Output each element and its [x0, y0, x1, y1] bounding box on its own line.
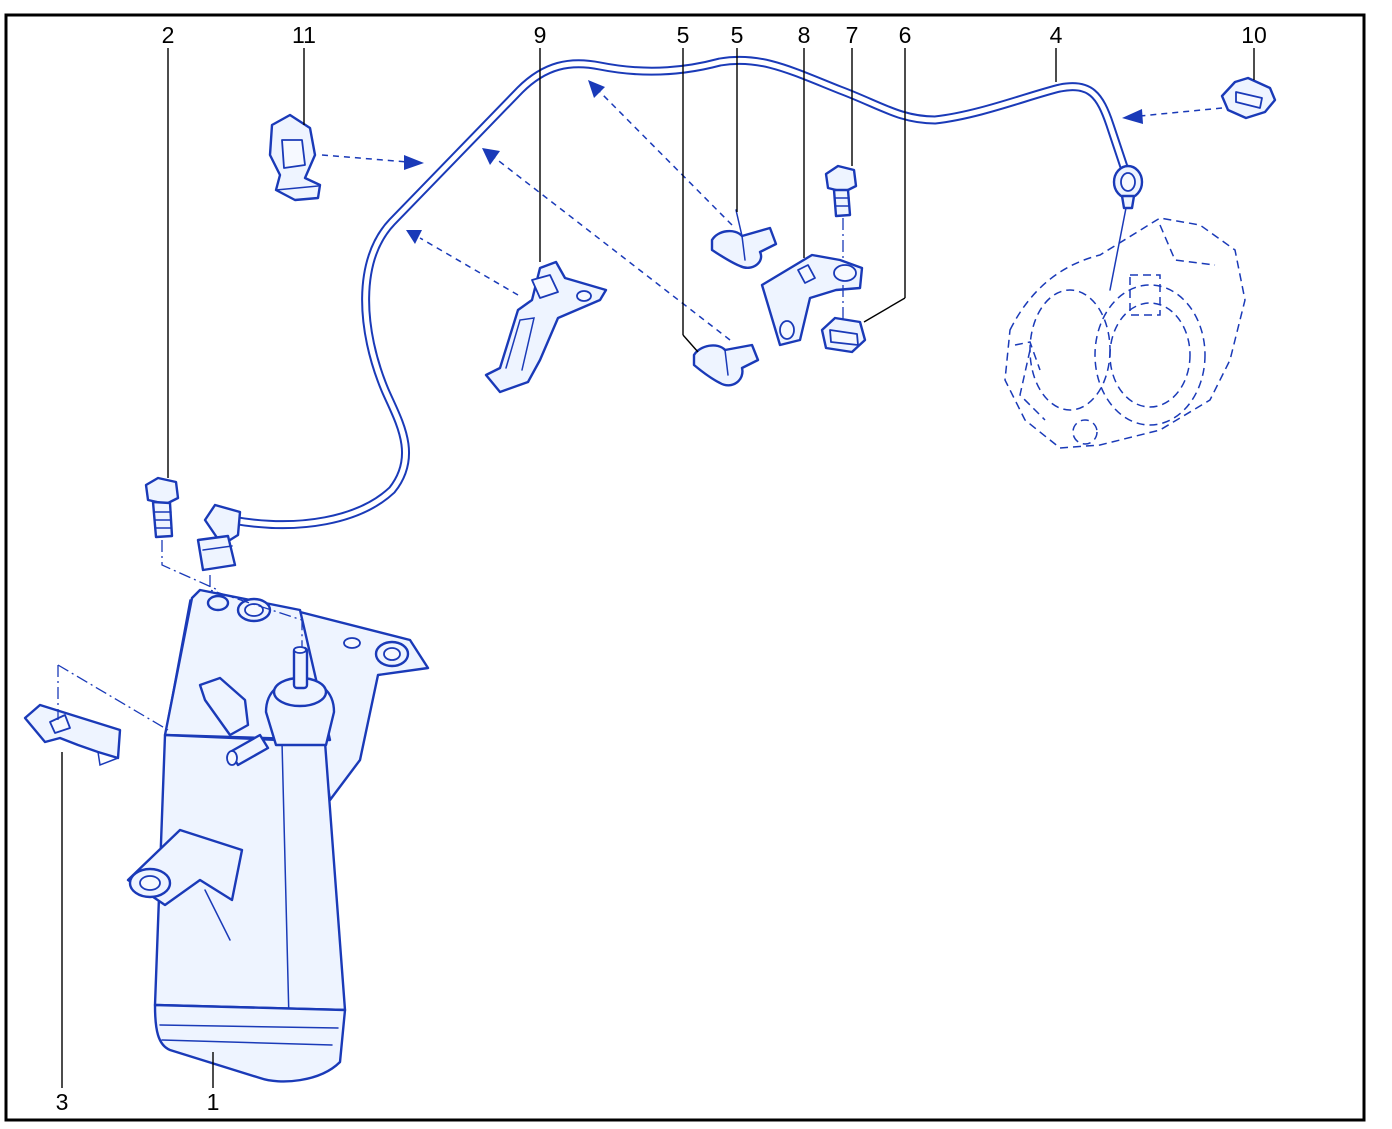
- hose-clip-5-upper: [710, 209, 778, 269]
- assembly-arrows: [321, 80, 1223, 341]
- bolt-7: [824, 164, 858, 218]
- center-lines: [57, 218, 844, 731]
- callout-5-upper: 5: [731, 22, 744, 48]
- callout-1: 1: [207, 1089, 220, 1115]
- callout-9: 9: [534, 22, 547, 48]
- hose-clip-5-lower: [692, 343, 760, 387]
- callout-4: 4: [1050, 22, 1063, 48]
- clip-nut-6: [820, 316, 867, 354]
- callout-10: 10: [1241, 22, 1267, 48]
- callout-3: 3: [56, 1089, 69, 1115]
- hose-connector-canister: [196, 503, 242, 572]
- hose-clip-10: [1220, 76, 1277, 120]
- callout-11: 11: [292, 22, 316, 48]
- hose-clip-11: [268, 113, 322, 202]
- bolt-2: [144, 476, 180, 539]
- callout-8: 8: [798, 22, 811, 48]
- hose-bracket-8: [760, 253, 864, 347]
- canister-mount-bracket: [23, 703, 122, 767]
- evap-canister: [126, 588, 430, 1083]
- callout-6: 6: [899, 22, 912, 48]
- throttle-body: [1004, 207, 1246, 449]
- callout-labels: 2 11 9 5 5 8 7 6 4 10 3 1: [56, 22, 1267, 1115]
- callout-7: 7: [846, 22, 859, 48]
- hose-retainer-9: [484, 260, 608, 394]
- callout-2: 2: [162, 22, 175, 48]
- hose-connector-throttle: [1112, 164, 1144, 210]
- leader-lines: [61, 48, 1255, 1088]
- callout-5-lower: 5: [677, 22, 690, 48]
- purge-hose: [227, 55, 1130, 530]
